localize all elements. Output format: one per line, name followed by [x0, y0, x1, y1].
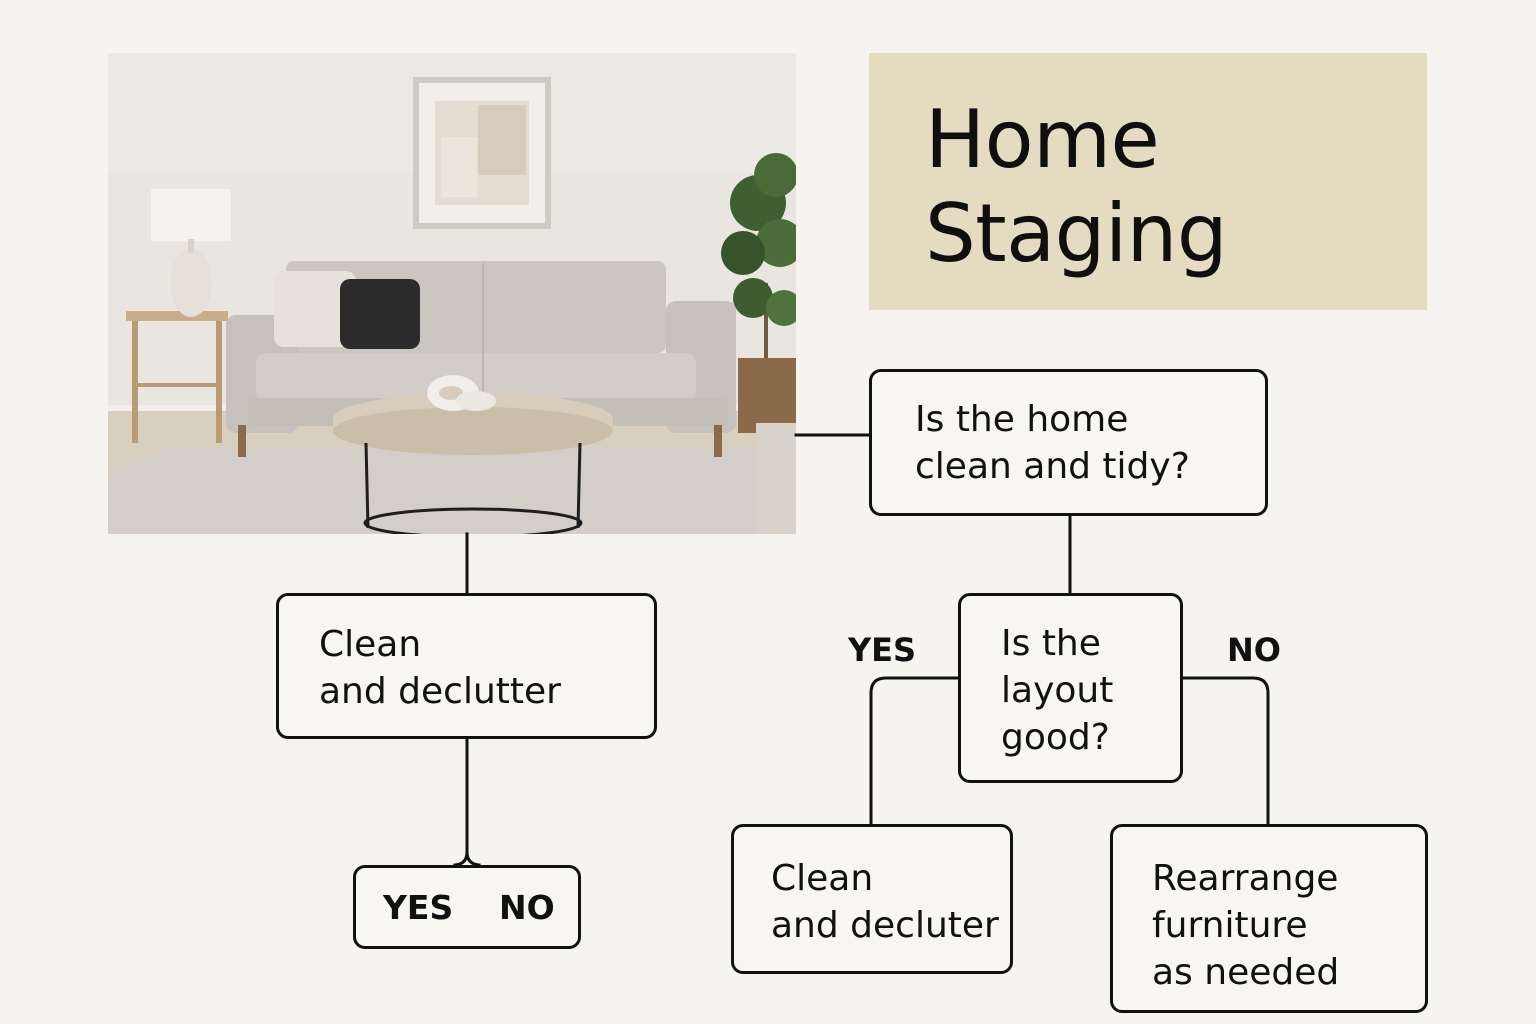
question-layout-good-label: Is the layout good?: [1001, 623, 1114, 758]
no-label: NO: [499, 888, 555, 927]
question-clean-tidy-label: Is the home clean and tidy?: [915, 399, 1190, 487]
action-clean-declutter-right-label: Clean and decluter: [771, 858, 999, 946]
living-room-illustration: [108, 53, 796, 534]
action-rearrange-furniture: Rearrange furniture as needed: [1110, 824, 1428, 1013]
page-title: Home Staging: [925, 93, 1228, 280]
yes-label: YES: [383, 888, 454, 927]
question-clean-tidy: Is the home clean and tidy?: [869, 369, 1268, 516]
yes-no-box: YES NO: [353, 865, 581, 949]
action-clean-declutter-right: Clean and decluter: [731, 824, 1013, 974]
connector-layout-no: [1181, 676, 1270, 826]
action-clean-declutter-left-label: Clean and declutter: [319, 624, 561, 712]
branch-no-label: NO: [1227, 631, 1281, 669]
branch-yes-label: YES: [848, 631, 917, 669]
action-clean-declutter-left: Clean and declutter: [276, 593, 657, 739]
connector-layout-yes: [869, 676, 960, 826]
living-room-photo: [108, 53, 796, 534]
question-layout-good: Is the layout good?: [958, 593, 1183, 783]
connector-clean-left-to-yes-no: [453, 737, 481, 867]
action-rearrange-furniture-label: Rearrange furniture as needed: [1152, 858, 1340, 993]
title-panel: Home Staging: [869, 53, 1427, 310]
